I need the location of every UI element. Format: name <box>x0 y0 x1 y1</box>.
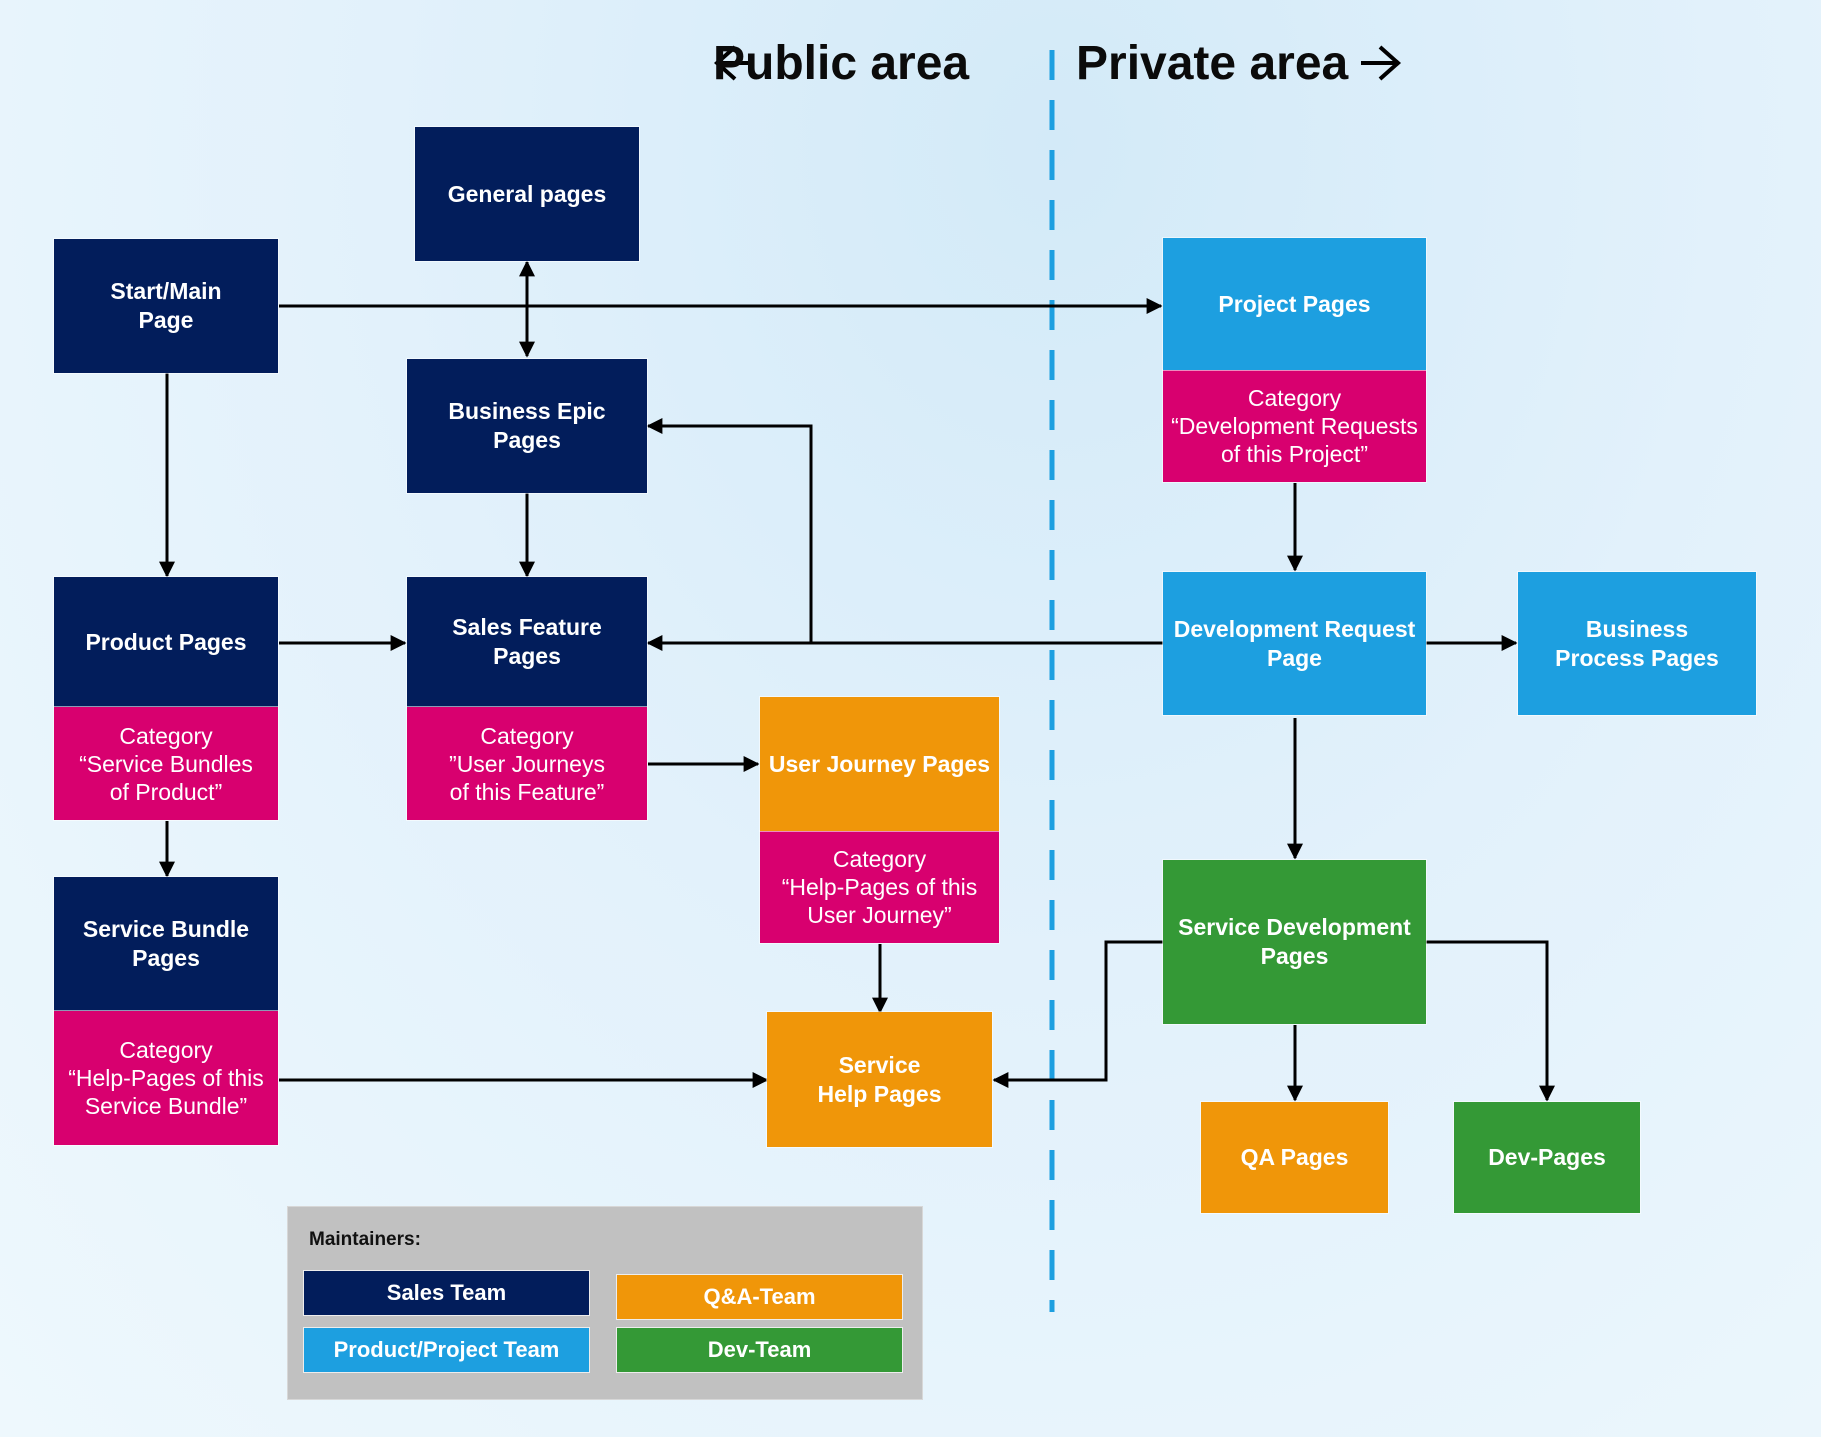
public-area-title: Public area <box>713 37 970 90</box>
node-business-process-pages: Business Process Pages <box>1518 572 1756 715</box>
node-general-pages: General pages <box>415 127 639 261</box>
node-user-journey-category: Category “Help-Pages of this User Journe… <box>760 831 999 943</box>
node-user-journey-pages: User Journey Pages <box>760 697 999 831</box>
maintainers-legend: Maintainers: Sales Team Q&A-Team Product… <box>287 1206 923 1400</box>
node-development-request-page: Development Request Page <box>1163 572 1426 715</box>
legend-dev-team: Dev-Team <box>617 1328 902 1372</box>
node-service-help-pages: Service Help Pages <box>767 1012 992 1147</box>
right-arrow-icon <box>1361 45 1402 81</box>
node-start-main-page: Start/Main Page <box>54 239 278 373</box>
left-arrow-icon <box>713 45 751 81</box>
connector-service-dev-to-service-help <box>992 940 1163 1088</box>
connector-service-dev-to-dev-pages <box>1426 940 1555 1102</box>
node-business-epic-pages: Business Epic Pages <box>407 359 647 493</box>
legend-qa-team: Q&A-Team <box>617 1275 902 1319</box>
node-project-category: Category “Development Requests of this P… <box>1163 370 1426 482</box>
legend-product-project-team: Product/Project Team <box>304 1328 589 1372</box>
node-sales-feature-category: Category ”User Journeys of this Feature” <box>407 707 647 820</box>
node-sales-feature-pages: Sales Feature Pages <box>407 577 647 707</box>
node-qa-pages: QA Pages <box>1201 1102 1388 1213</box>
legend-title: Maintainers: <box>309 1229 421 1250</box>
node-product-pages: Product Pages <box>54 577 278 707</box>
private-area-title: Private area <box>1076 37 1349 90</box>
node-project-pages: Project Pages <box>1163 238 1426 370</box>
legend-sales-team: Sales Team <box>304 1271 589 1315</box>
node-service-bundle-pages: Service Bundle Pages <box>54 877 278 1011</box>
connector-dev-request-to-business-epic <box>646 418 813 643</box>
node-service-bundle-category: Category “Help-Pages of this Service Bun… <box>54 1011 278 1145</box>
node-service-development-pages: Service Development Pages <box>1163 860 1426 1024</box>
node-product-category: Category “Service Bundles of Product” <box>54 707 278 820</box>
node-dev-pages: Dev-Pages <box>1454 1102 1640 1213</box>
